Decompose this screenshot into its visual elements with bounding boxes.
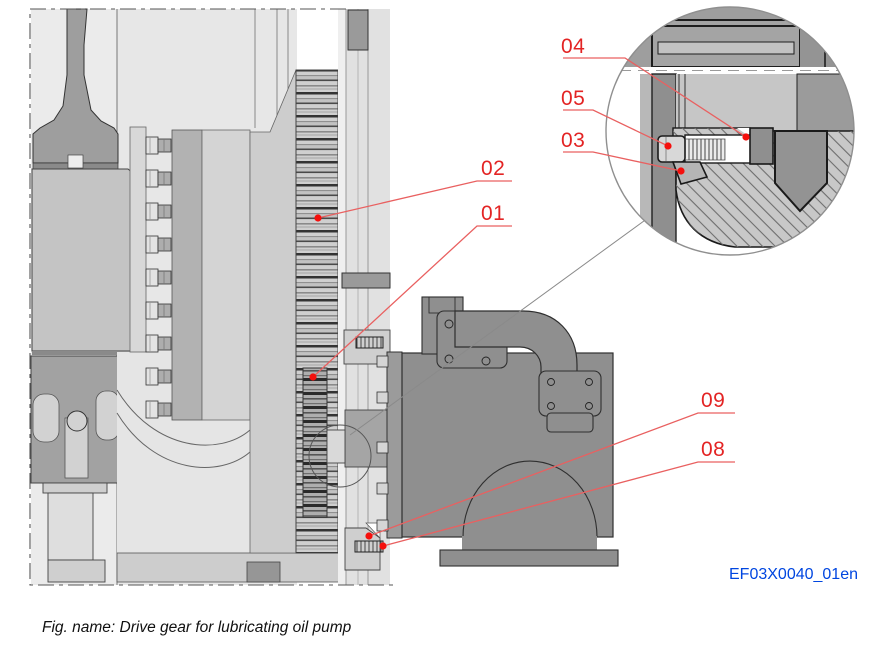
- main-section-view: [29, 8, 395, 586]
- flange-bolts: [145, 136, 172, 419]
- leader-02: [317, 180, 512, 219]
- oil-pump: [376, 296, 619, 567]
- detail-marker-circle: [308, 424, 372, 488]
- crank-bearing: [30, 355, 122, 484]
- leader-03: [563, 151, 682, 172]
- callout-04: 04: [561, 35, 586, 58]
- callout-02: 02: [481, 157, 506, 180]
- figure-reference-code: EF03X0040_01en: [729, 566, 858, 583]
- detail-leader-line: [349, 217, 649, 436]
- callout-03: 03: [561, 129, 586, 152]
- detail-view: [605, 6, 855, 256]
- detail-bolt-assembly: [657, 127, 774, 185]
- pump-drive-gear: [302, 367, 328, 518]
- callout-leader-lines: [312, 57, 747, 547]
- section-boundary: [29, 8, 395, 586]
- callout-05: 05: [561, 87, 586, 110]
- leader-08: [382, 461, 735, 547]
- callout-09: 09: [701, 389, 726, 412]
- leader-01: [312, 225, 512, 378]
- figure-caption: Fig. name: Drive gear for lubricating oi…: [42, 619, 352, 636]
- pump-base-flange: [439, 549, 619, 567]
- callout-08: 08: [701, 438, 726, 461]
- callout-01: 01: [481, 202, 506, 225]
- callout-target-dots: [309, 133, 750, 550]
- pedestal: [42, 482, 108, 583]
- leader-04: [563, 57, 747, 138]
- leader-09: [368, 412, 735, 537]
- leader-05: [563, 109, 669, 147]
